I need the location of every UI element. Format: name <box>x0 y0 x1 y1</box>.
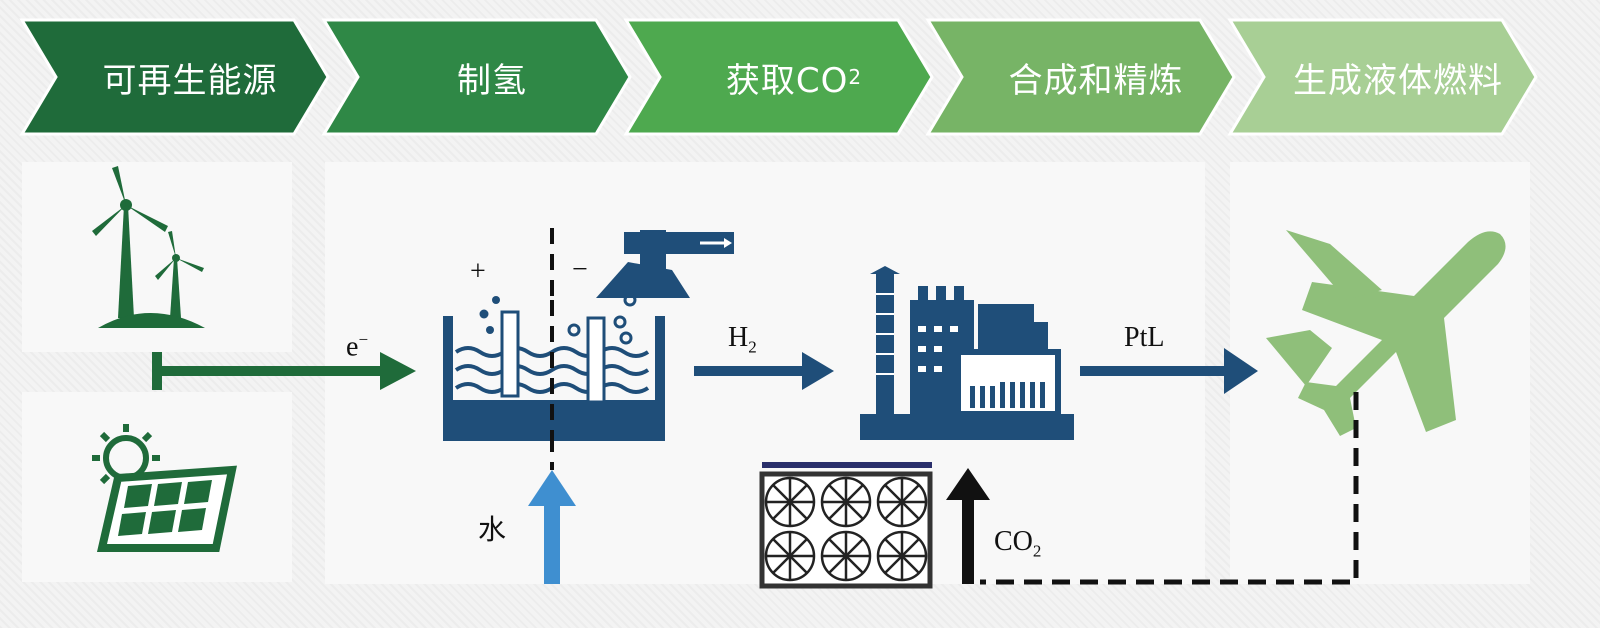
hydrogen-label: H2 <box>728 322 757 357</box>
fan-blade <box>772 538 791 557</box>
stage-chevron-1 <box>19 18 330 136</box>
fan-blade <box>789 555 808 574</box>
co2-label: CO2 <box>994 526 1042 561</box>
fan-blade <box>884 484 903 503</box>
fan-blade <box>789 501 808 520</box>
water-arrow <box>528 436 576 584</box>
carbon-cycle-line <box>980 392 1359 585</box>
ptl-label: PtL <box>1124 322 1165 353</box>
fan-blade <box>845 555 864 574</box>
fan-blade <box>772 484 791 503</box>
fan-blade <box>789 484 808 503</box>
anode-label: + <box>470 256 486 287</box>
fan-blade <box>845 501 864 520</box>
electrolyzer-icon <box>443 228 734 441</box>
fan-blade <box>884 501 903 520</box>
electron-arrow <box>152 352 416 390</box>
fan-blade <box>772 555 791 574</box>
fan-blade <box>828 484 847 503</box>
airplane-icon <box>1266 230 1506 436</box>
fan-blade <box>901 484 920 503</box>
fan-blade <box>901 538 920 557</box>
fan-blade <box>901 555 920 574</box>
stage-chevron-3 <box>623 18 934 136</box>
ptl-arrow <box>1080 348 1258 394</box>
fan-blade <box>884 555 903 574</box>
direct-air-capture-icon <box>759 462 933 589</box>
fan-blade <box>845 484 864 503</box>
fan-blade <box>901 501 920 520</box>
electron-label: e− <box>346 330 369 363</box>
co2-arrow <box>946 468 990 584</box>
fan-blade <box>828 501 847 520</box>
stage-chevrons <box>19 18 1538 136</box>
fan-blade <box>828 555 847 574</box>
solar-panel-icon <box>92 424 237 552</box>
refinery-icon <box>860 266 1074 440</box>
stage-chevron-4 <box>925 18 1236 136</box>
fan-blade <box>828 538 847 557</box>
panel-fuel <box>1230 162 1530 584</box>
hydrogen-arrow <box>694 352 834 390</box>
fan-blade <box>884 538 903 557</box>
fan-blade <box>789 538 808 557</box>
fan-blade <box>845 538 864 557</box>
water-label: 水 <box>478 515 507 546</box>
wind-turbine-icon <box>92 166 205 328</box>
stage-chevron-5 <box>1227 18 1538 136</box>
fan-blade <box>772 501 791 520</box>
stage-chevron-2 <box>321 18 632 136</box>
cathode-label: − <box>572 254 588 285</box>
